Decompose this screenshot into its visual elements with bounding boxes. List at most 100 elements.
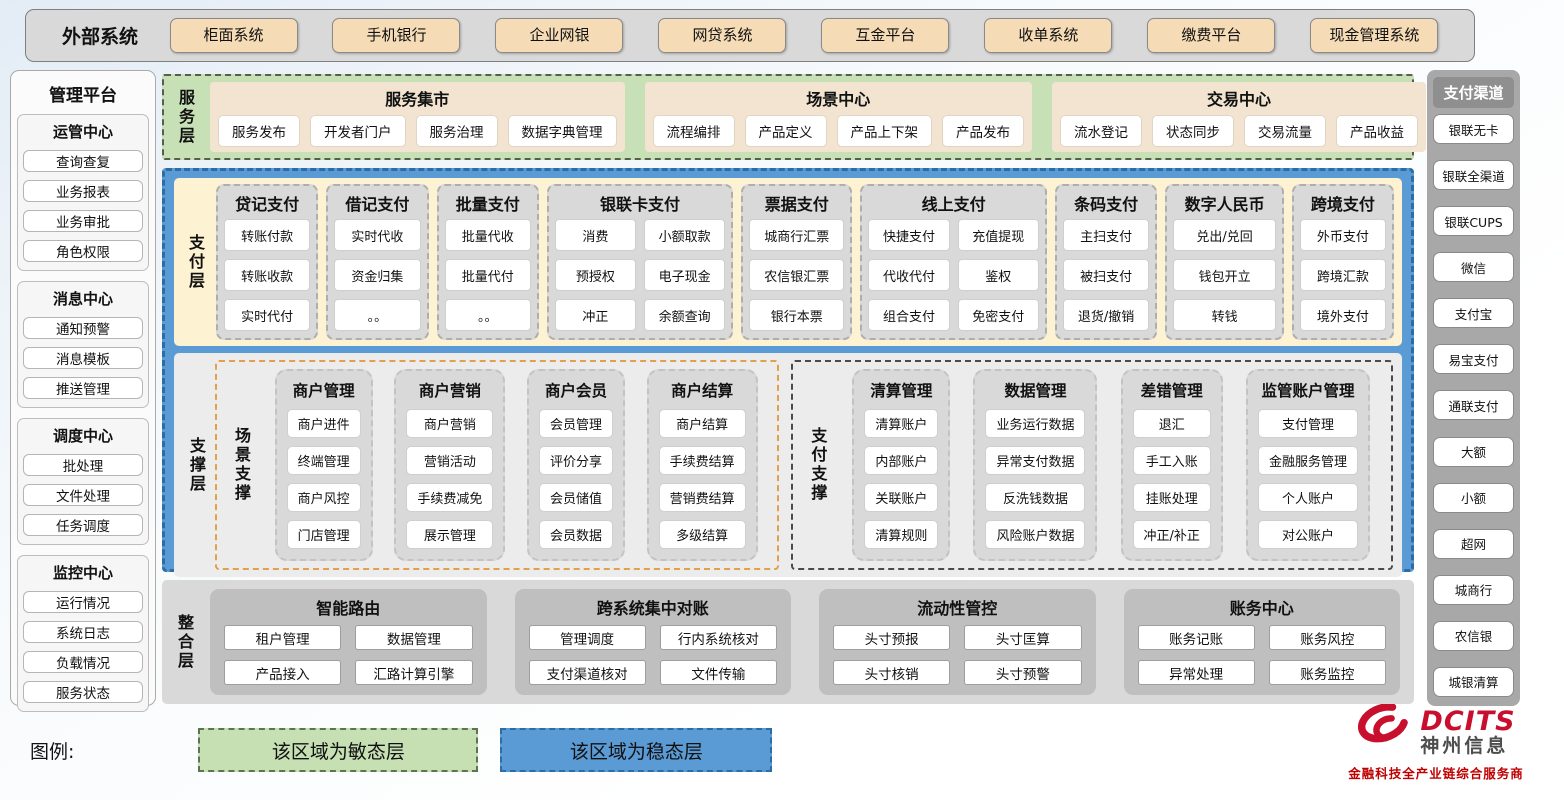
payment-item-button[interactable]: 境外支付 bbox=[1299, 299, 1386, 331]
payment-channel-button[interactable]: 小额 bbox=[1433, 482, 1514, 513]
payment-item-button[interactable]: 批量代付 bbox=[444, 259, 531, 291]
external-system-button[interactable]: 互金平台 bbox=[821, 18, 950, 53]
support-item-button[interactable]: 风险账户数据 bbox=[985, 520, 1086, 549]
management-item-button[interactable]: 任务调度 bbox=[23, 514, 143, 536]
external-system-button[interactable]: 缴费平台 bbox=[1147, 18, 1276, 53]
payment-channel-button[interactable]: 超网 bbox=[1433, 528, 1514, 559]
payment-channel-button[interactable]: 银联无卡 bbox=[1433, 114, 1514, 144]
support-item-button[interactable]: 会员数据 bbox=[539, 520, 614, 549]
management-item-button[interactable]: 系统日志 bbox=[23, 621, 143, 643]
service-item-button[interactable]: 产品发布 bbox=[942, 115, 1024, 147]
payment-channel-button[interactable]: 大额 bbox=[1433, 436, 1514, 467]
external-system-button[interactable]: 企业网银 bbox=[495, 18, 624, 53]
support-item-button[interactable]: 商户结算 bbox=[658, 409, 746, 438]
payment-item-button[interactable]: 转账付款 bbox=[224, 219, 311, 251]
payment-item-button[interactable]: 退货/撤销 bbox=[1062, 299, 1150, 331]
external-system-button[interactable]: 网贷系统 bbox=[658, 18, 787, 53]
service-item-button[interactable]: 服务发布 bbox=[218, 115, 300, 147]
payment-channel-button[interactable]: 微信 bbox=[1433, 252, 1514, 283]
payment-item-button[interactable]: 实时代收 bbox=[334, 219, 421, 251]
support-item-button[interactable]: 营销费结算 bbox=[658, 483, 746, 512]
payment-item-button[interactable]: 转钱 bbox=[1173, 299, 1276, 331]
management-item-button[interactable]: 消息模板 bbox=[23, 347, 143, 369]
support-item-button[interactable]: 退汇 bbox=[1132, 409, 1211, 438]
support-item-button[interactable]: 终端管理 bbox=[286, 446, 361, 475]
support-item-button[interactable]: 手工入账 bbox=[1132, 446, 1211, 475]
management-item-button[interactable]: 服务状态 bbox=[23, 681, 143, 703]
integration-item-button[interactable]: 文件传输 bbox=[659, 660, 777, 685]
support-item-button[interactable]: 商户风控 bbox=[286, 483, 361, 512]
integration-item-button[interactable]: 账务风控 bbox=[1268, 625, 1386, 650]
payment-item-button[interactable]: 快捷支付 bbox=[868, 219, 950, 251]
integration-item-button[interactable]: 管理调度 bbox=[528, 625, 646, 650]
integration-item-button[interactable]: 头寸核销 bbox=[833, 660, 951, 685]
support-item-button[interactable]: 清算账户 bbox=[864, 409, 939, 438]
integration-item-button[interactable]: 支付渠道核对 bbox=[528, 660, 646, 685]
service-item-button[interactable]: 流水登记 bbox=[1060, 115, 1142, 147]
payment-item-button[interactable]: 消费 bbox=[554, 219, 636, 251]
integration-item-button[interactable]: 账务监控 bbox=[1268, 660, 1386, 685]
payment-item-button[interactable]: 跨境汇款 bbox=[1299, 259, 1386, 291]
support-item-button[interactable]: 评价分享 bbox=[539, 446, 614, 475]
service-item-button[interactable]: 产品收益 bbox=[1336, 115, 1418, 147]
external-system-button[interactable]: 现金管理系统 bbox=[1310, 18, 1439, 53]
management-item-button[interactable]: 角色权限 bbox=[23, 240, 143, 262]
support-item-button[interactable]: 手续费结算 bbox=[658, 446, 746, 475]
payment-item-button[interactable]: 钱包开立 bbox=[1173, 259, 1276, 291]
payment-item-button[interactable]: 预授权 bbox=[554, 259, 636, 291]
integration-item-button[interactable]: 头寸预报 bbox=[833, 625, 951, 650]
service-item-button[interactable]: 开发者门户 bbox=[310, 115, 406, 147]
support-item-button[interactable]: 个人账户 bbox=[1257, 483, 1358, 512]
integration-item-button[interactable]: 数据管理 bbox=[355, 625, 473, 650]
payment-item-button[interactable]: 主扫支付 bbox=[1062, 219, 1150, 251]
management-item-button[interactable]: 业务报表 bbox=[23, 180, 143, 202]
external-system-button[interactable]: 柜面系统 bbox=[169, 18, 298, 53]
integration-item-button[interactable]: 头寸预警 bbox=[964, 660, 1082, 685]
support-item-button[interactable]: 金融服务管理 bbox=[1257, 446, 1358, 475]
payment-item-button[interactable]: 银行本票 bbox=[749, 299, 845, 331]
management-item-button[interactable]: 文件处理 bbox=[23, 484, 143, 506]
payment-channel-button[interactable]: 易宝支付 bbox=[1433, 344, 1514, 375]
payment-channel-button[interactable]: 农信银 bbox=[1433, 620, 1514, 651]
payment-item-button[interactable]: 余额查询 bbox=[644, 299, 726, 331]
support-item-button[interactable]: 商户进件 bbox=[286, 409, 361, 438]
payment-item-button[interactable]: 农信银汇票 bbox=[749, 259, 845, 291]
payment-item-button[interactable]: 城商行汇票 bbox=[749, 219, 845, 251]
payment-item-button[interactable]: 转账收款 bbox=[224, 259, 311, 291]
payment-item-button[interactable]: 。。 bbox=[334, 299, 421, 331]
management-item-button[interactable]: 运行情况 bbox=[23, 591, 143, 613]
integration-item-button[interactable]: 头寸匡算 bbox=[964, 625, 1082, 650]
integration-item-button[interactable]: 账务记账 bbox=[1137, 625, 1255, 650]
service-item-button[interactable]: 服务治理 bbox=[415, 115, 498, 147]
support-item-button[interactable]: 挂账处理 bbox=[1132, 483, 1211, 512]
support-item-button[interactable]: 手续费减免 bbox=[406, 483, 494, 512]
management-item-button[interactable]: 业务审批 bbox=[23, 210, 143, 232]
payment-channel-button[interactable]: 通联支付 bbox=[1433, 390, 1514, 421]
payment-channel-button[interactable]: 银联CUPS bbox=[1433, 206, 1514, 237]
integration-item-button[interactable]: 产品接入 bbox=[224, 660, 342, 685]
payment-item-button[interactable]: 代收代付 bbox=[868, 259, 950, 291]
payment-item-button[interactable]: 实时代付 bbox=[224, 299, 311, 331]
support-item-button[interactable]: 异常支付数据 bbox=[985, 446, 1086, 475]
support-item-button[interactable]: 关联账户 bbox=[864, 483, 939, 512]
external-system-button[interactable]: 收单系统 bbox=[984, 18, 1113, 53]
support-item-button[interactable]: 内部账户 bbox=[864, 446, 939, 475]
support-item-button[interactable]: 会员储值 bbox=[539, 483, 614, 512]
service-item-button[interactable]: 交易流量 bbox=[1244, 115, 1326, 147]
integration-item-button[interactable]: 行内系统核对 bbox=[659, 625, 777, 650]
service-item-button[interactable]: 产品上下架 bbox=[836, 115, 932, 147]
payment-item-button[interactable]: 批量代收 bbox=[444, 219, 531, 251]
payment-channel-button[interactable]: 支付宝 bbox=[1433, 298, 1514, 329]
external-system-button[interactable]: 手机银行 bbox=[332, 18, 461, 53]
payment-item-button[interactable]: 资金归集 bbox=[334, 259, 421, 291]
support-item-button[interactable]: 冲正/补正 bbox=[1132, 520, 1211, 549]
management-item-button[interactable]: 批处理 bbox=[23, 454, 143, 476]
support-item-button[interactable]: 会员管理 bbox=[539, 409, 614, 438]
service-item-button[interactable]: 流程编排 bbox=[652, 115, 735, 147]
management-item-button[interactable]: 负载情况 bbox=[23, 651, 143, 673]
service-item-button[interactable]: 状态同步 bbox=[1152, 115, 1234, 147]
payment-item-button[interactable]: 电子现金 bbox=[644, 259, 726, 291]
support-item-button[interactable]: 业务运行数据 bbox=[985, 409, 1086, 438]
support-item-button[interactable]: 对公账户 bbox=[1257, 520, 1358, 549]
service-item-button[interactable]: 数据字典管理 bbox=[507, 115, 617, 147]
